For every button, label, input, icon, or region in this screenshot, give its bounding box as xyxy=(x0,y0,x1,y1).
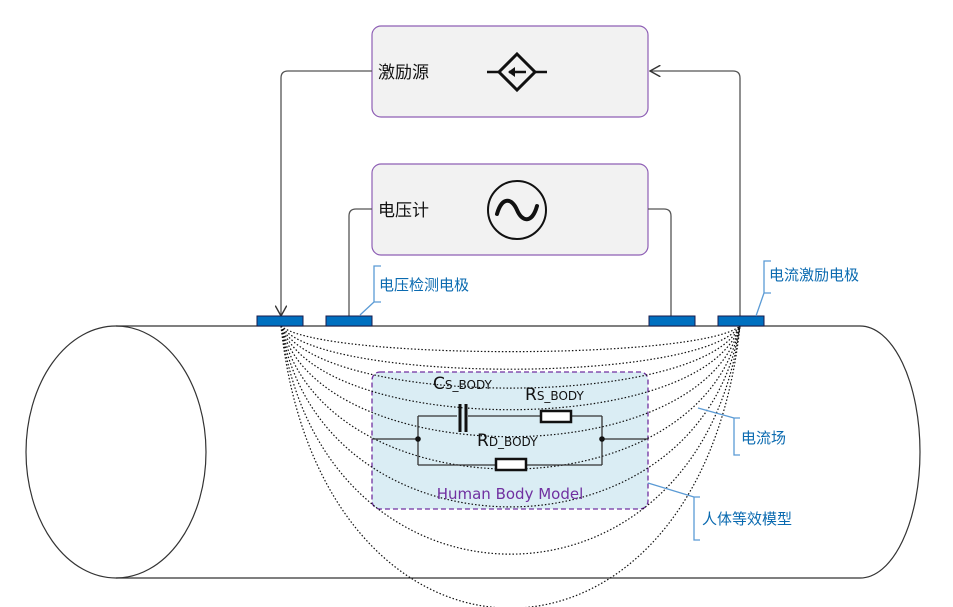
resistor-rd-body xyxy=(494,457,528,472)
field-line xyxy=(280,325,741,411)
label-rs-body: RS_BODY xyxy=(525,385,584,405)
wire-voltmeter-to-left-voltage-electrode xyxy=(348,208,372,316)
callout-bracket-body-model xyxy=(647,482,700,541)
callout-bracket-current-electrode xyxy=(755,260,771,317)
callout-voltage-electrode: 电压检测电极 xyxy=(379,276,469,294)
callout-body-model: 人体等效模型 xyxy=(702,510,792,528)
dependent-current-source-icon xyxy=(487,51,547,93)
field-line xyxy=(280,325,741,389)
field-line xyxy=(280,325,741,555)
model-frame xyxy=(371,371,649,510)
callout-bracket-current-field xyxy=(697,407,740,456)
label-cs-body: CS_BODY xyxy=(433,374,493,394)
wire-voltmeter-to-right-voltage-electrode xyxy=(648,208,672,316)
current-field-lines xyxy=(280,325,741,607)
callout-current-field: 电流场 xyxy=(741,429,786,447)
field-line xyxy=(280,325,741,470)
human-body-model xyxy=(371,371,649,510)
circuit xyxy=(372,404,648,472)
junction-left xyxy=(415,436,421,442)
field-line xyxy=(280,325,741,370)
model-title: Human Body Model xyxy=(437,485,584,503)
excitation-source-label: 激励源 xyxy=(378,63,429,83)
voltage-electrode-left xyxy=(325,315,373,327)
field-line xyxy=(280,325,741,438)
junction-right xyxy=(599,436,605,442)
field-line xyxy=(280,325,741,508)
ac-source-icon xyxy=(487,180,547,240)
wire-source-to-left-current-electrode xyxy=(281,70,372,316)
resistor-rs-body xyxy=(539,409,573,424)
current-electrode-right xyxy=(717,315,765,327)
cylinder-end-ellipse xyxy=(25,325,207,579)
callout-current-electrode: 电流激励电极 xyxy=(769,266,859,284)
callout-bracket-voltage-electrode xyxy=(359,265,381,316)
voltmeter-block[interactable]: 电压计 xyxy=(371,163,649,256)
callouts xyxy=(359,260,771,541)
electrodes xyxy=(256,315,765,327)
excitation-source-block[interactable]: 激励源 xyxy=(371,25,649,118)
field-line xyxy=(280,325,741,353)
wire-right-current-electrode-to-source xyxy=(650,71,741,316)
wires xyxy=(281,70,741,316)
body-cylinder xyxy=(25,325,921,579)
current-electrode-left xyxy=(256,315,304,327)
label-rd-body: RD_BODY xyxy=(477,431,538,451)
voltmeter-label: 电压计 xyxy=(378,201,429,221)
cylinder-outline xyxy=(116,325,921,579)
voltage-electrode-right xyxy=(648,315,696,327)
